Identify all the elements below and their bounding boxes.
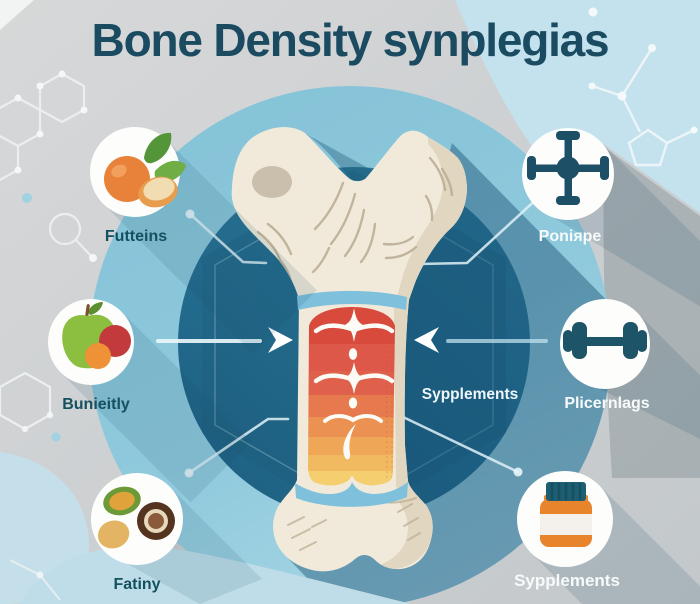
svg-text:Bone Density synplegias: Bone Density synplegias [92, 14, 609, 66]
svg-text:Sypplements: Sypplements [514, 571, 620, 590]
svg-text:Plicernlags: Plicernlags [564, 395, 649, 412]
svg-text:Sypplements: Sypplements [422, 386, 518, 403]
svg-text:Poniяpe: Poniяpe [539, 228, 602, 245]
svg-text:Fatiny: Fatiny [113, 576, 160, 593]
svg-text:Bunieitly: Bunieitly [62, 396, 130, 413]
svg-text:Futteins: Futteins [105, 228, 167, 245]
